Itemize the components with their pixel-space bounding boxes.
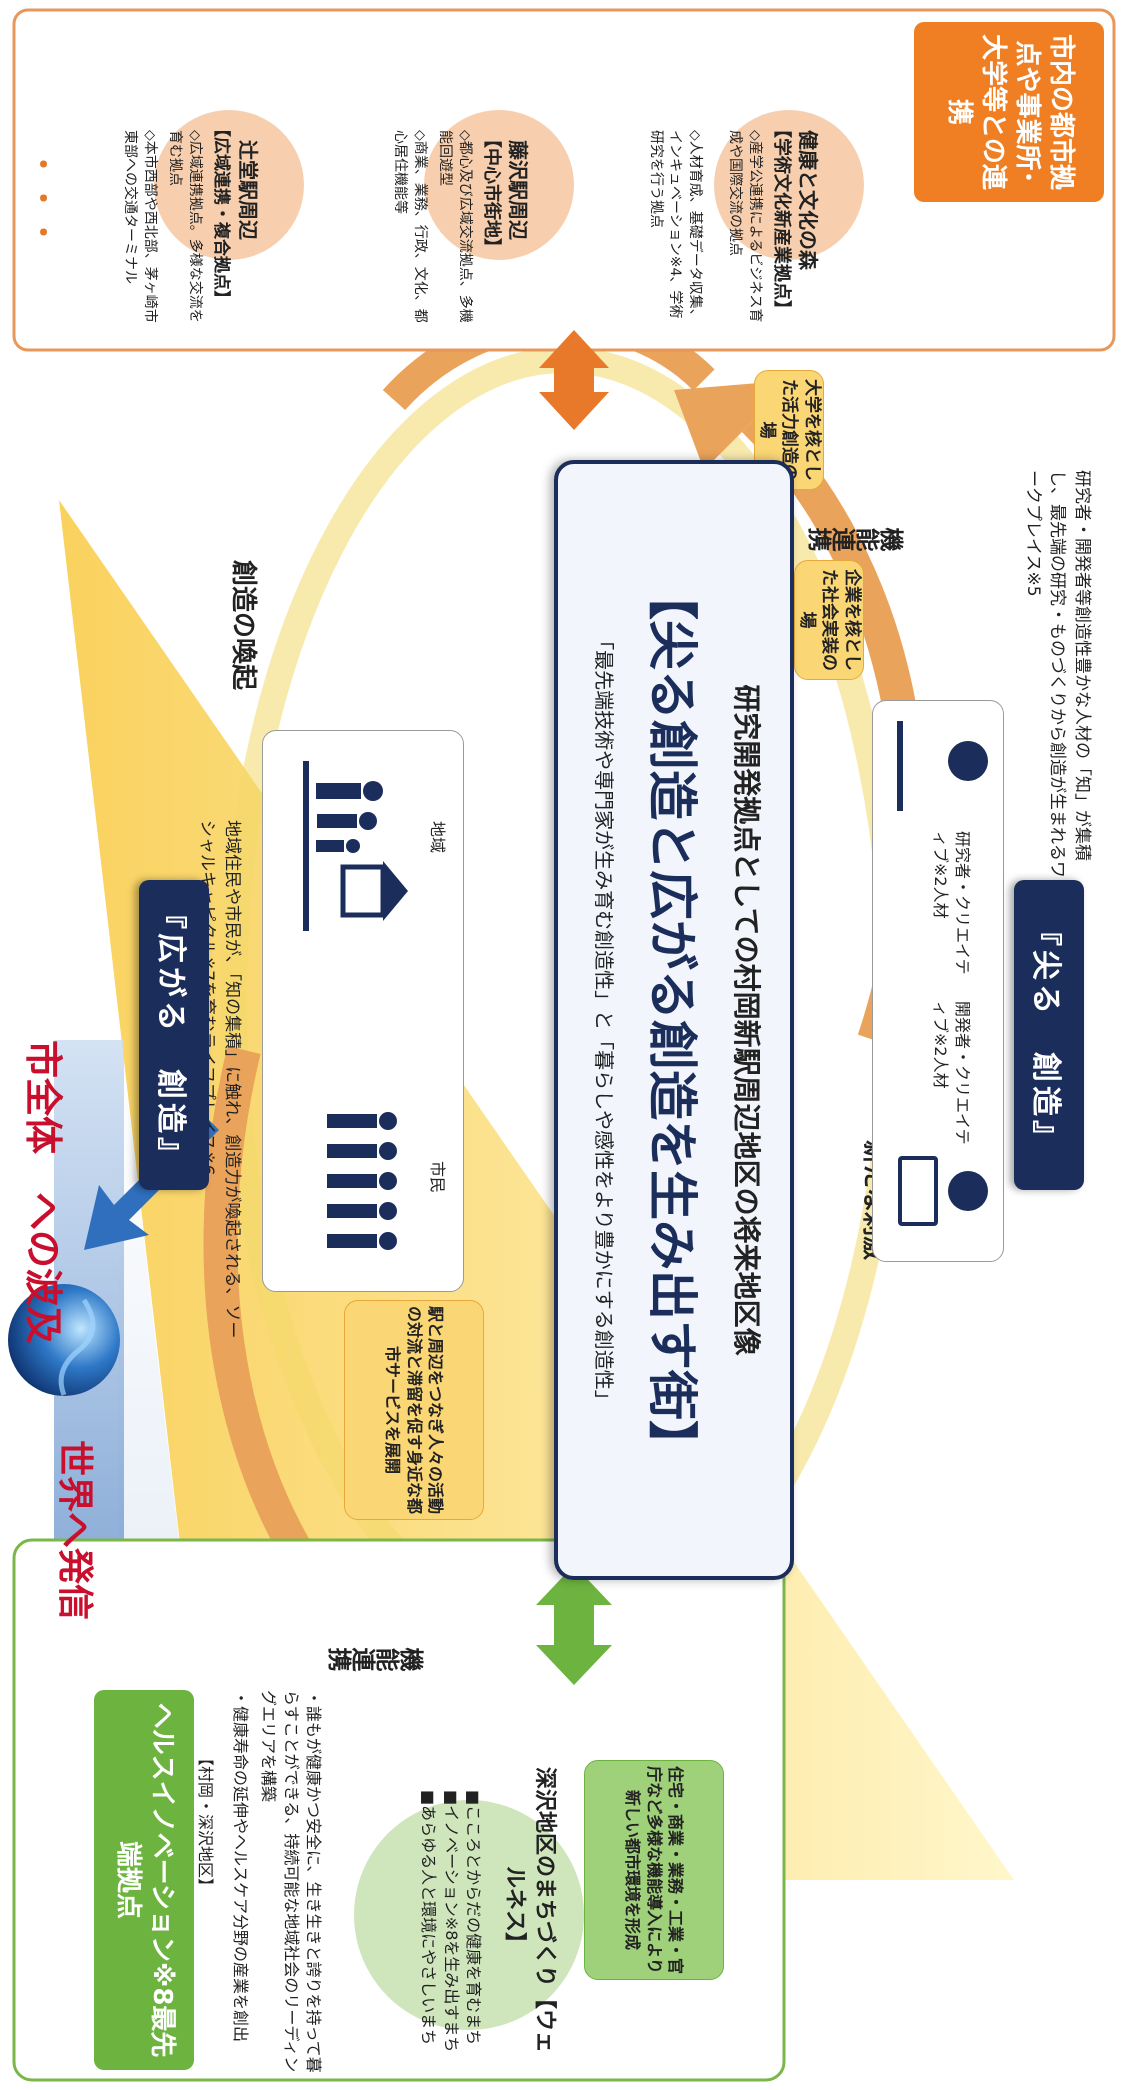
left-cycle-label: 機能連携 (808, 523, 904, 551)
green-title-text: ヘルスイノベーション※8最先端拠点 (113, 1702, 177, 2058)
mixed-function-box: 住宅・商業・業務・工業・官庁など多様な機能導入により新しい都市環境を形成 (584, 1760, 724, 1980)
right-cycle-label: 機能連携 (328, 1643, 424, 1671)
vision-line2: 【尖る創造と広がる創造を生み出す街】 (643, 570, 701, 1470)
green-title-box: ヘルスイノベーション※8最先端拠点 (94, 1690, 194, 2070)
fukasawa-items: ■こころとからだの健康を育むまち ■イノベーション※8を生み出すまち ■あらゆる… (417, 1790, 484, 2080)
city-wide-label: 市全体 への波及 (21, 1040, 65, 1345)
sharp-creation-text: 『尖る 創造』 (1028, 916, 1063, 1154)
center-vision-box: 研究開発拠点としての村岡新駅周辺地区の将来地区像 【尖る創造と広がる創造を生み出… (554, 460, 794, 1580)
city-wide-arrow (14, 1040, 164, 2030)
base-kenko: 健康と文化の森 【学術文化新産業拠点】 ◇産学公連携によるビジネス育成や国際交流… (594, 110, 894, 340)
community-label-local: 地域 (428, 821, 447, 854)
station-service-box: 駅と周辺をつなぎ人々の活動の対流と滞留を促す身近な都市サービスを展開 (344, 1300, 484, 1520)
community-card: 地域 市民 (262, 730, 464, 1292)
workplace-text: 研究者・開発者等創造性豊かな人材の「知」が集積し、最先端の研究・ものづくりから創… (1022, 470, 1092, 878)
laptop-person-icon (948, 1171, 988, 1211)
desk-icon (897, 721, 943, 811)
fukasawa-item: ■イノベーション※8を生み出すまち (441, 1790, 461, 2053)
corp-box: 企業を核とした社会実装の場 (794, 560, 864, 680)
base-fujisawa: 藤沢駅周辺 【中心市街地】 ◇都心及び広域交流拠点、多機能回遊型 ◇商業、業務、… (314, 110, 594, 340)
ellipsis: ・・・ (26, 150, 59, 253)
family-icon (293, 761, 413, 931)
base-name: 健康と文化の森 (796, 130, 820, 270)
mixed-function-text: 住宅・商業・業務・工業・官庁など多様な機能導入により新しい都市環境を形成 (623, 1765, 686, 1974)
fukasawa-item: ■あらゆる人と環境にやさしいまち (419, 1790, 439, 2046)
sharp-creation-box: 『尖る 創造』 (1014, 880, 1084, 1190)
vision-line1: 研究開発拠点としての村岡新駅周辺地区の将来地区像 (730, 684, 763, 1356)
base-sub: 【広域連携・複合拠点】 (211, 120, 231, 307)
citizens-icon (313, 1101, 403, 1261)
base-bullet: ◇広域連携拠点。多様な交流を育む拠点 (167, 130, 203, 323)
green-bullets: ・誰もが健康かつ安全に、生き生きと誇りを持って暮らすことができる、持続可能な地域… (228, 1690, 324, 2080)
community-label-citizen: 市民 (428, 1161, 447, 1194)
base-bullet: ◇都心及び広域交流拠点、多機能回遊型 (437, 130, 473, 323)
base-name: 藤沢駅周辺 (506, 140, 530, 240)
base-bullet: ◇商業、業務、行政、文化、都心居住機能等 (392, 130, 428, 323)
spread-creation-box: 『広がる 創造』 (139, 880, 209, 1190)
arouse-label: 創造の喚起 (228, 560, 258, 691)
base-sub: 【学術文化新産業拠点】 (771, 120, 792, 318)
creator-label: 研究者・クリエイティブ※2人材 (930, 831, 972, 975)
base-tsujido: 辻堂駅周辺 【広域連携・複合拠点】 ◇広域連携拠点。多様な交流を育む拠点 ◇本市… (74, 110, 324, 340)
double-arrow-right (536, 1565, 612, 1685)
base-name: 辻堂駅周辺 (236, 140, 260, 240)
corp-box-text: 企業を核とした社会実装の場 (796, 569, 863, 671)
fukasawa-title: 深沢地区のまちづくり【ウェルネス】 (502, 1766, 557, 2053)
persons-card: 研究者・クリエイティブ※2人材 開発者・クリエイティブ※2人材 (872, 700, 1004, 1262)
base-bullet: ◇人材育成、基礎データ収集、インキュベーション※4、学術研究を行う拠点 (647, 130, 703, 323)
double-arrow-left (539, 330, 609, 430)
fukasawa-item: ■こころとからだの健康を育むまち (464, 1790, 483, 2046)
developer-label: 開発者・クリエイティブ※2人材 (930, 1001, 972, 1145)
base-bullet: ◇本市西部や西北部、茅ヶ崎市東部への交通ターミナル (122, 130, 158, 323)
station-service-text: 駅と周辺をつなぎ人々の活動の対流と滞留を促す身近な都市サービスを展開 (383, 1305, 446, 1514)
spread-creation-text: 『広がる 創造』 (153, 899, 188, 1171)
left-panel-title: 市内の都市拠点や事業所･大学等との連携 (914, 22, 1104, 202)
left-panel-title-text: 市内の都市拠点や事業所･大学等との連携 (944, 33, 1076, 190)
laptop-icon (898, 1156, 938, 1226)
green-bullet: ・誰もが健康かつ安全に、生き生きと誇りを持って暮らすことができる、持続可能な地域… (259, 1690, 323, 2073)
world-label: 世界へ発信 (54, 1440, 95, 1621)
base-bullet: ◇産学公連携によるビジネス育成や国際交流の拠点 (727, 130, 763, 323)
person-icon (948, 741, 988, 781)
green-area-label: 【村岡・深沢地区】 (196, 1750, 215, 1895)
base-sub: 【中心市街地】 (481, 130, 502, 256)
vision-line3: 「最先端技術や専門家が生み育む創造性」と「暮らしや感性をより豊かにする創造性」 (592, 630, 616, 1410)
green-bullet: ・健康寿命の延伸やヘルスケア分野の産業を創出 (230, 1690, 250, 2043)
